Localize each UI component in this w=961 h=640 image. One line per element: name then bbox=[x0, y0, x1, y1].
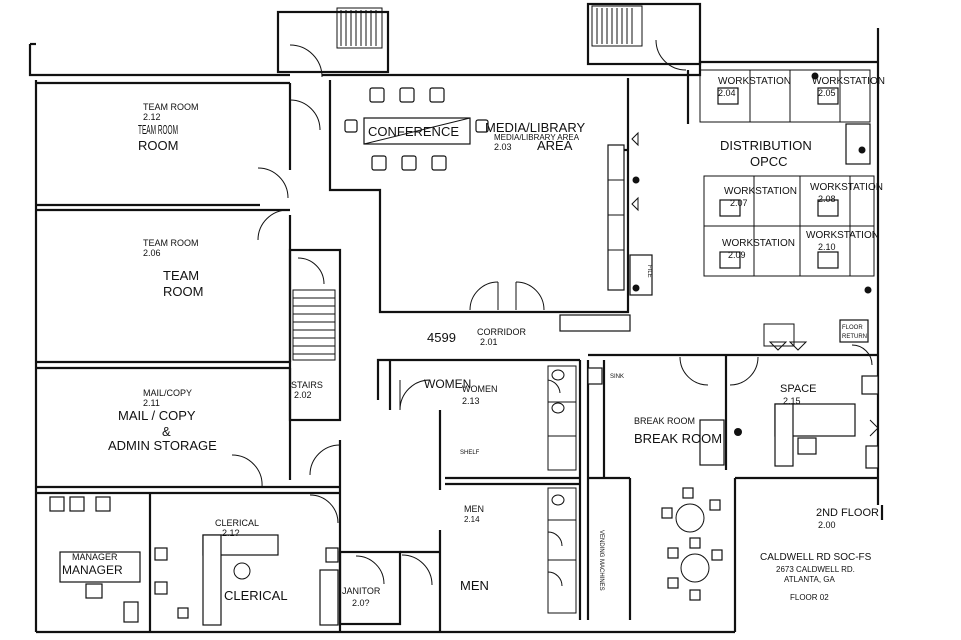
mail-copy-room: MAIL/COPY 2.11 MAIL / COPY & ADMIN STORA… bbox=[108, 388, 217, 453]
workstation-207-label: WORKSTATION bbox=[724, 186, 797, 197]
address-line-2: ATLANTA, GA bbox=[784, 575, 835, 584]
media-library-area: AREA bbox=[537, 138, 573, 153]
team-room-212-number: 2.12 bbox=[143, 112, 161, 122]
women-number: 2.13 bbox=[462, 396, 480, 406]
conference-table: CONFERENCE bbox=[344, 87, 489, 171]
top-stairs-left bbox=[276, 7, 390, 74]
men-small-label: MEN bbox=[464, 504, 484, 514]
team-room-206-title-2: ROOM bbox=[163, 284, 203, 299]
janitor-number: 2.0? bbox=[352, 598, 370, 608]
mail-copy-admin-storage: ADMIN STORAGE bbox=[108, 438, 217, 453]
men-title: MEN bbox=[460, 578, 489, 593]
address-line-1: 2673 CALDWELL RD. bbox=[776, 565, 855, 574]
file-label: FILE bbox=[646, 265, 652, 278]
space-number: 2.15 bbox=[783, 396, 801, 406]
facility-name: CALDWELL RD SOC-FS bbox=[760, 552, 872, 563]
workstation-209-label: WORKSTATION bbox=[722, 238, 795, 249]
women-restroom: WOMEN WOMEN 2.13 SHELF bbox=[399, 365, 577, 471]
floor-return-1: FLOOR bbox=[842, 325, 863, 331]
team-room-212-small-label: TEAM ROOM bbox=[143, 102, 199, 112]
workstation-205-number: 2.05 bbox=[818, 88, 836, 98]
space-215: SPACE 2.15 bbox=[774, 344, 879, 469]
media-library-small-label: MEDIA/LIBRARY AREA bbox=[494, 133, 580, 142]
workstation-209-number: 2.09 bbox=[728, 250, 746, 260]
left-rooms-walls bbox=[36, 81, 342, 632]
media-library-number: 2.03 bbox=[494, 142, 512, 152]
team-room-212: TEAM ROOM 2.12 TEAM ROOM ROOM bbox=[138, 102, 199, 153]
workstation-210-number: 2.10 bbox=[818, 242, 836, 252]
break-room-small-label: BREAK ROOM bbox=[634, 416, 695, 426]
floor-number: 2.00 bbox=[818, 520, 836, 530]
workstation-208-label: WORKSTATION bbox=[810, 182, 883, 193]
manager-office: MANAGER MANAGER bbox=[49, 496, 141, 623]
manager-title: MANAGER bbox=[62, 563, 123, 577]
workstation-207-number: 2.07 bbox=[730, 198, 748, 208]
mail-copy-number: 2.11 bbox=[143, 398, 160, 408]
media-library-title: MEDIA/LIBRARY bbox=[485, 120, 586, 135]
men-number: 2.14 bbox=[464, 515, 480, 524]
janitor-label: JANITOR bbox=[342, 586, 381, 596]
clerical-title: CLERICAL bbox=[224, 588, 288, 603]
floor-name: 2ND FLOOR bbox=[816, 507, 879, 519]
break-room-title: BREAK ROOM bbox=[634, 431, 722, 446]
mail-copy-small-label: MAIL/COPY bbox=[143, 388, 192, 398]
mail-copy-ampersand: & bbox=[162, 424, 171, 439]
break-room: SINK BREAK ROOM BREAK ROOM VENDING MACHI… bbox=[587, 353, 878, 620]
break-sink: SINK bbox=[610, 374, 624, 380]
workstation-210-label: WORKSTATION bbox=[806, 230, 879, 241]
media-library-room: MEDIA/LIBRARY MEDIA/LIBRARY AREA 2.03 AR… bbox=[469, 120, 631, 332]
stairs-number: 2.02 bbox=[294, 390, 312, 400]
women-small-label: WOMEN bbox=[462, 384, 498, 394]
sheet-label: FLOOR 02 bbox=[790, 593, 829, 602]
space-label: SPACE bbox=[780, 383, 816, 395]
women-shelf: SHELF bbox=[460, 450, 480, 456]
distribution-opcc: OPCC bbox=[750, 154, 788, 169]
corridor-number: 2.01 bbox=[480, 337, 498, 347]
conference-label: CONFERENCE bbox=[368, 124, 459, 139]
workstation-204-number: 2.04 bbox=[718, 88, 736, 98]
workstation-204-label: WORKSTATION bbox=[718, 76, 791, 87]
team-room-212-title: TEAM ROOM bbox=[138, 122, 178, 137]
workstation-208-number: 2.08 bbox=[818, 194, 836, 204]
men-restroom: MEN 2.14 MEN bbox=[401, 487, 577, 614]
women-title: WOMEN bbox=[424, 377, 471, 391]
clerical-small-label: CLERICAL bbox=[215, 518, 259, 528]
corridor-label: CORRIDOR bbox=[477, 327, 526, 337]
janitor-closet: JANITOR 2.0? bbox=[338, 550, 402, 626]
restroom-walls bbox=[376, 358, 590, 632]
distribution-label: DISTRIBUTION bbox=[720, 138, 812, 153]
workstation-labels: WORKSTATION 2.04 WORKSTATION 2.05 WORKST… bbox=[718, 76, 885, 260]
floor-return-2: RETURN bbox=[842, 334, 867, 340]
manager-small-label: MANAGER bbox=[72, 552, 118, 562]
corridor: 4599 CORRIDOR 2.01 bbox=[427, 327, 526, 347]
mail-copy-title: MAIL / COPY bbox=[118, 408, 196, 423]
top-stairs-right bbox=[586, 2, 702, 66]
exterior-walls bbox=[28, 28, 884, 634]
team-room-206: TEAM ROOM 2.06 TEAM ROOM bbox=[143, 238, 203, 299]
clerical-number: 2.1? bbox=[222, 528, 240, 538]
media-library-walls bbox=[328, 78, 630, 314]
team-room-212-title-2: ROOM bbox=[138, 138, 178, 153]
team-room-206-small-label: TEAM ROOM bbox=[143, 238, 199, 248]
distribution-area: DISTRIBUTION OPCC FILE FLOOR RETURN bbox=[629, 69, 875, 351]
team-room-206-number: 2.06 bbox=[143, 248, 161, 258]
team-room-206-title: TEAM bbox=[163, 268, 199, 283]
stairs-label: STAIRS bbox=[291, 380, 323, 390]
title-block: 2ND FLOOR 2.00 CALDWELL RD SOC-FS 2673 C… bbox=[760, 507, 879, 602]
corridor-code: 4599 bbox=[427, 330, 456, 345]
clerical-room: CLERICAL 2.1? CLERICAL bbox=[154, 518, 339, 626]
stairs-202: STAIRS 2.02 bbox=[288, 248, 342, 422]
vending-label: VENDING MACHINES bbox=[598, 530, 604, 591]
workstation-205-label: WORKSTATION bbox=[812, 76, 885, 87]
